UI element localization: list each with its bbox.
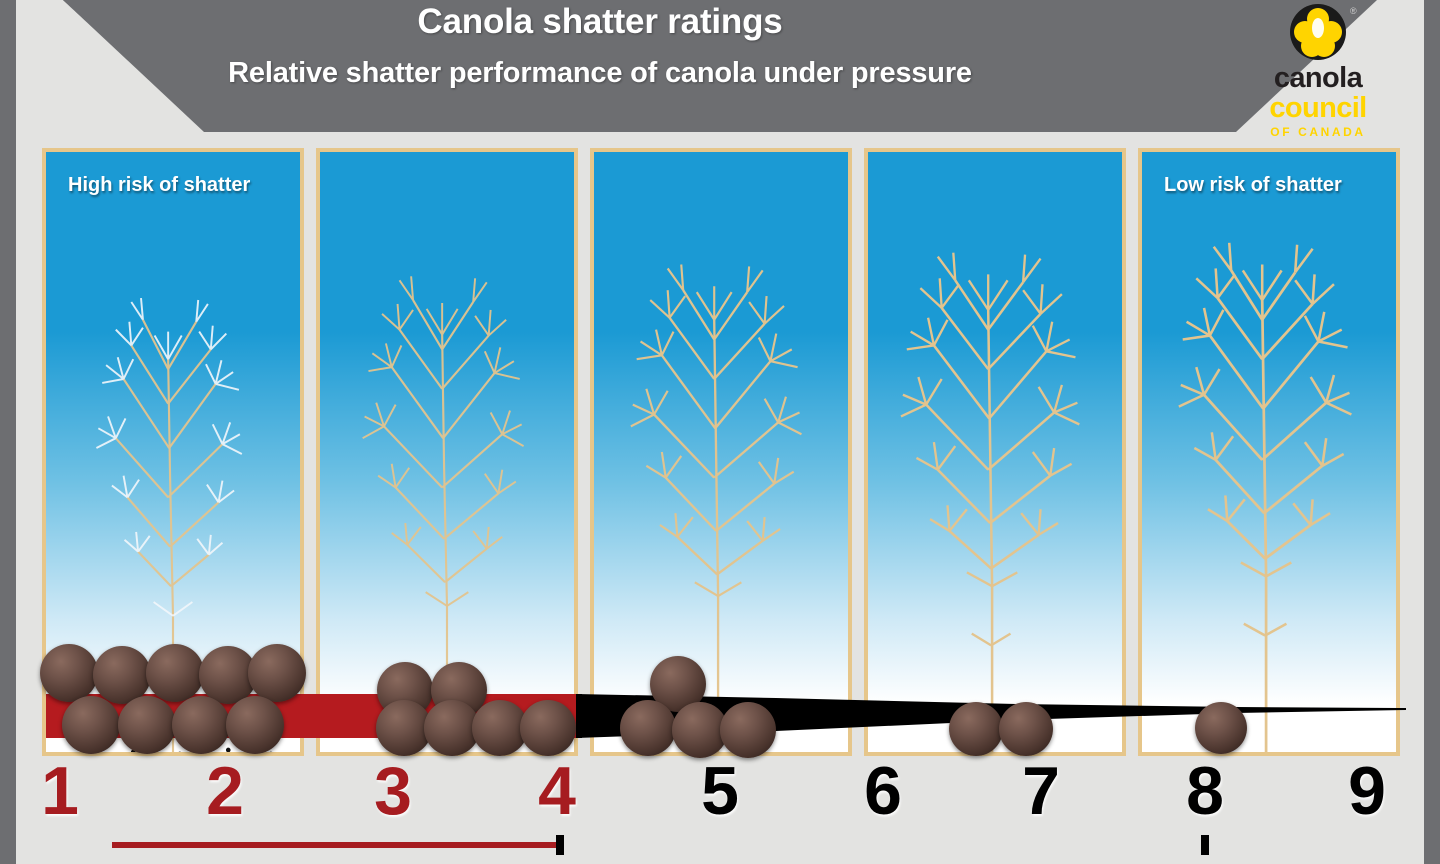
range-tick-8: [1201, 835, 1209, 855]
panel-5[interactable]: Low risk of shatter: [1138, 148, 1400, 756]
header-fill: [63, 0, 1377, 132]
scale-number-9: 9: [1348, 753, 1386, 829]
canola-plant-illustration: [362, 276, 525, 752]
page-subtitle: Relative shatter performance of canola u…: [228, 57, 972, 89]
scale-number-7: 7: [1022, 753, 1060, 829]
canola-plant-illustration: [630, 264, 802, 752]
panel-5-label: Low risk of shatter: [1164, 174, 1342, 196]
scale-number-4: 4: [538, 753, 576, 829]
red-range-underline: [112, 842, 560, 848]
logo-line-canola: canola: [1273, 62, 1363, 94]
page-title: Canola shatter ratings: [417, 2, 783, 41]
panel-4[interactable]: [864, 148, 1126, 756]
shatter-bar-black-taper: [576, 694, 1406, 738]
registered-trademark-icon: ®: [1350, 6, 1357, 16]
panel-1-label: High risk of shatter: [68, 174, 251, 196]
canola-plant-illustration: [900, 252, 1080, 752]
scale-number-6: 6: [864, 753, 902, 829]
canola-plant-illustration: [82, 297, 273, 752]
scale-number-8: 8: [1186, 753, 1224, 829]
flower-core-icon: [1312, 18, 1324, 38]
rating-scale: 1 2 3 4 5 6 7 8 9: [0, 757, 1440, 864]
range-tick-4: [556, 835, 564, 855]
panel-2[interactable]: [316, 148, 578, 756]
left-gutter: [0, 0, 16, 864]
scale-number-1: 1: [41, 753, 79, 829]
panel-3[interactable]: [590, 148, 852, 756]
right-gutter: [1424, 0, 1440, 864]
logo-line-of-canada: OF CANADA: [1270, 125, 1366, 140]
shatter-bar-red-segment: [46, 694, 580, 738]
scale-number-3: 3: [374, 753, 412, 829]
canola-flower-icon: ®: [1290, 4, 1357, 60]
canola-council-logo[interactable]: ® canola council OF CANADA: [1252, 4, 1384, 139]
panel-1[interactable]: High risk of shatter: [42, 148, 304, 756]
scale-number-5: 5: [701, 753, 739, 829]
flower-petal-icon: [1313, 35, 1335, 57]
logo-line-council: council: [1269, 92, 1367, 124]
canola-plant-illustration: [1178, 242, 1352, 752]
scale-number-2: 2: [206, 753, 244, 829]
